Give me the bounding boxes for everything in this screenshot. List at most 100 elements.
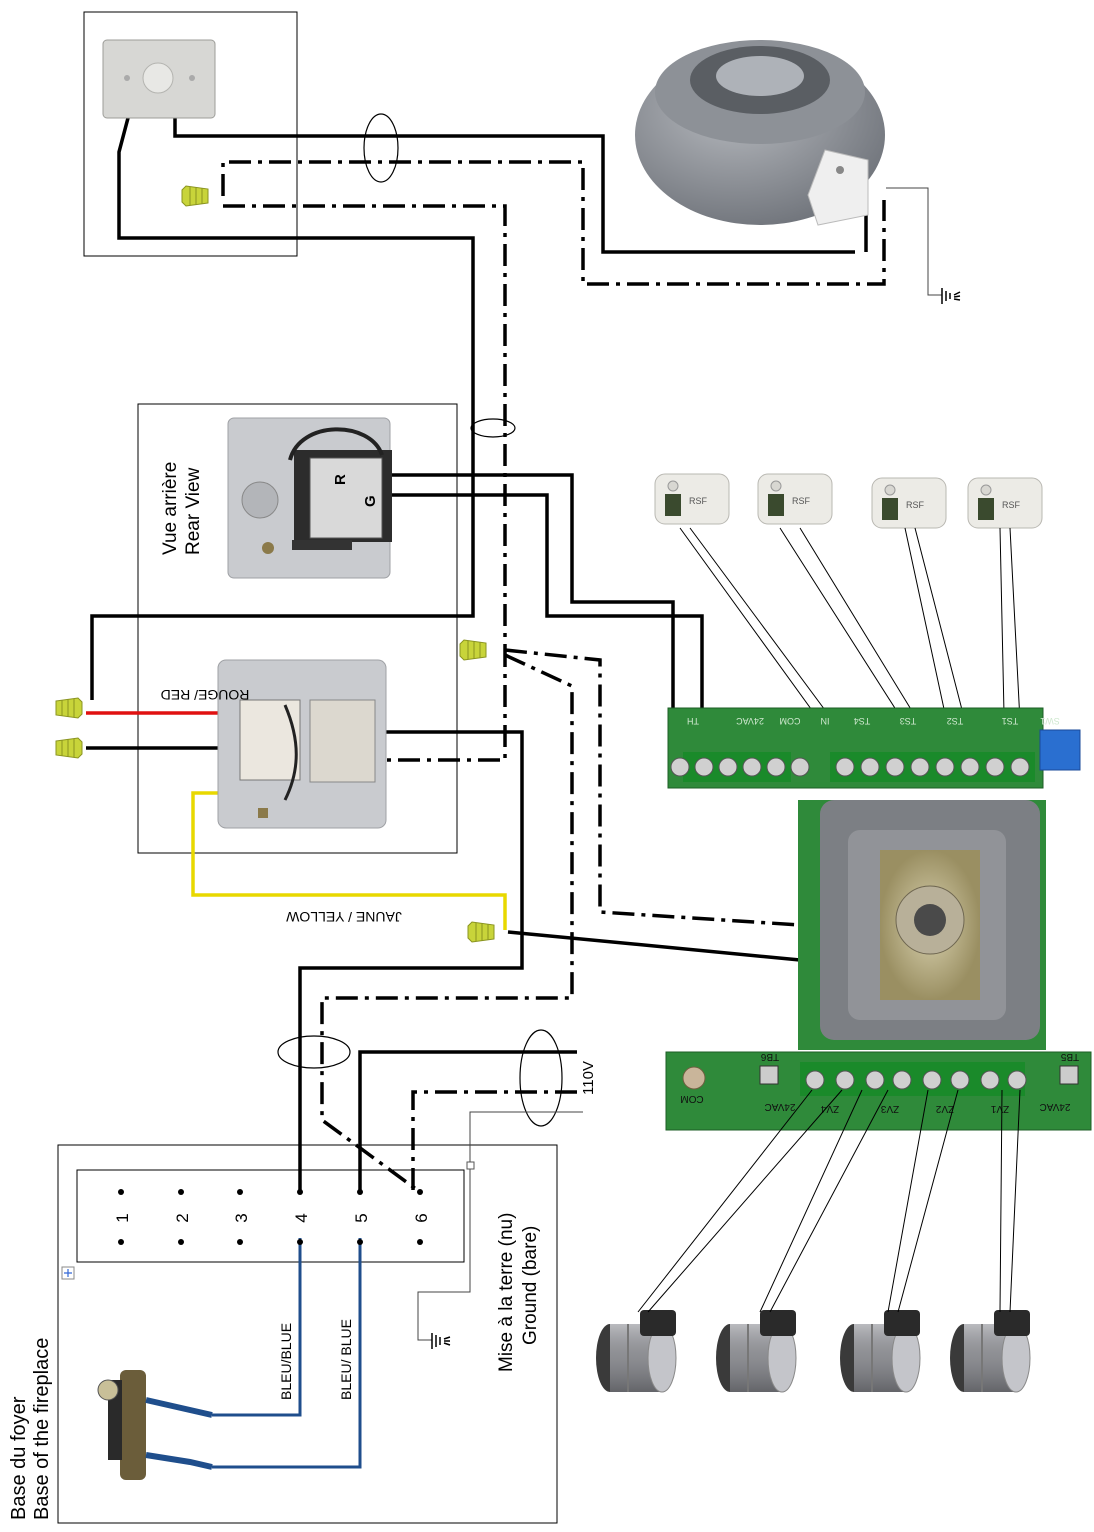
screw-terminal: [766, 757, 786, 777]
screw-terminal: [835, 1070, 855, 1090]
screw-terminal: [805, 1070, 825, 1090]
board-label: ZV1: [990, 1103, 1009, 1114]
damper-icon: [715, 1309, 797, 1393]
terminal-dot: [178, 1189, 184, 1195]
screw-terminal: [694, 757, 714, 777]
wire-nut-icon: [55, 697, 83, 719]
screw-terminal: [790, 757, 810, 777]
yellow-wire-label: JAUNE / YELLOW: [285, 909, 401, 925]
screw-terminal: [892, 1070, 912, 1090]
terminal-dots: [118, 1189, 423, 1245]
blue-wire-1: [212, 1238, 302, 1417]
terminal-dot: [178, 1239, 184, 1245]
bottom-terminal-screws: [805, 1070, 1027, 1090]
board-label: TS2: [947, 716, 964, 726]
terminal-dot: [297, 1239, 303, 1245]
thermostat-icon: [757, 473, 833, 525]
damper-wires: [637, 1089, 1021, 1313]
transformer-icon: [227, 417, 392, 579]
base-label-en: Base of the fireplace: [31, 1338, 53, 1520]
board-label: TB5: [1060, 1051, 1079, 1062]
screw-terminal: [935, 757, 955, 777]
blue-wire-label-2: BLEU/ BLUE: [338, 1319, 354, 1400]
board-label: TS4: [854, 716, 871, 726]
wire-nut-icon: [459, 639, 487, 661]
move-handle-icon[interactable]: [61, 1266, 75, 1280]
top-terminal-screws: [670, 757, 1030, 777]
thermostat-icon: [967, 477, 1043, 529]
ground-thin-wires: [417, 187, 942, 1341]
blue-wire-2: [212, 1238, 362, 1469]
supply-voltage-label: 110V: [580, 1061, 597, 1095]
transformer-relay-box: [137, 403, 458, 854]
dimmer-switch-icon: [102, 39, 216, 119]
terminal-block: [76, 1169, 465, 1263]
board-label: ZV3: [880, 1103, 899, 1114]
ground-wires: [221, 160, 886, 1194]
terminal-number: 6: [412, 1213, 431, 1222]
terminal-number: 3: [232, 1213, 251, 1222]
ground-label-en: Ground (bare): [520, 1226, 541, 1345]
yellow-wire: [191, 791, 507, 930]
red-wire-label: ROUGE/ RED: [161, 687, 250, 703]
gas-valve-icon: [798, 800, 1046, 1050]
screw-terminal: [670, 757, 690, 777]
terminal-dot: [357, 1239, 363, 1245]
board-label: TS3: [900, 716, 917, 726]
fan-icon: [635, 40, 885, 226]
board-label: 24VAC: [1040, 1101, 1071, 1112]
board-label: TH: [687, 716, 699, 726]
screw-terminal: [742, 757, 762, 777]
board-label: 24VAC: [765, 1101, 796, 1112]
ground-junction: [466, 1161, 475, 1170]
board-label: 24VAC: [736, 716, 764, 726]
wire-nut-icon: [467, 921, 495, 943]
screw-terminal: [865, 1070, 885, 1090]
screw-terminal: [950, 1070, 970, 1090]
terminal-r-label: R: [332, 474, 349, 485]
fireplace-base-box: [57, 1144, 558, 1524]
screw-terminal: [718, 757, 738, 777]
screw-terminal: [860, 757, 880, 777]
screw-terminal: [1007, 1070, 1027, 1090]
thermostat-icon: [654, 473, 730, 525]
board-label: COM: [680, 1093, 703, 1104]
screw-terminal: [885, 757, 905, 777]
thermocouple-icon: [97, 1370, 213, 1480]
cable-bundle-markers: [277, 113, 563, 1127]
screw-terminal: [1010, 757, 1030, 777]
damper-icon: [949, 1309, 1031, 1393]
board-label: TB6: [760, 1051, 779, 1062]
rear-view-label-fr: Vue arrière: [160, 462, 181, 555]
base-label-fr: Base du foyer: [8, 1396, 30, 1520]
terminal-dot: [417, 1189, 423, 1195]
board-label: TS1: [1002, 716, 1019, 726]
rear-view-label-en: Rear View: [183, 467, 204, 555]
thermostat-icon: [871, 477, 947, 529]
damper-icon: [595, 1309, 677, 1393]
screw-terminal: [980, 1070, 1000, 1090]
terminal-dot: [357, 1189, 363, 1195]
terminal-dot: [237, 1189, 243, 1195]
terminal-number: 5: [352, 1213, 371, 1222]
terminal-number: 2: [173, 1213, 192, 1222]
terminal-g-label: G: [362, 495, 379, 507]
screw-terminal: [910, 757, 930, 777]
ground-label-fr: Mise à la terre (nu): [496, 1213, 517, 1372]
terminal-number: 1: [113, 1213, 132, 1222]
relay-icon: [217, 659, 387, 829]
terminal-dot: [118, 1189, 124, 1195]
terminal-numbers: 1 2 3 4 5 6: [113, 1213, 431, 1222]
ground-symbol-icon: [431, 1333, 451, 1349]
terminal-number: 4: [292, 1213, 311, 1222]
blue-wire-label-1: BLEU/BLUE: [278, 1323, 294, 1400]
board-label: ZV2: [935, 1103, 954, 1114]
wire-nut-icon: [55, 737, 83, 759]
screw-terminal: [835, 757, 855, 777]
board-label: ZV4: [820, 1103, 839, 1114]
board-label: COM: [780, 716, 801, 726]
screw-terminal: [922, 1070, 942, 1090]
